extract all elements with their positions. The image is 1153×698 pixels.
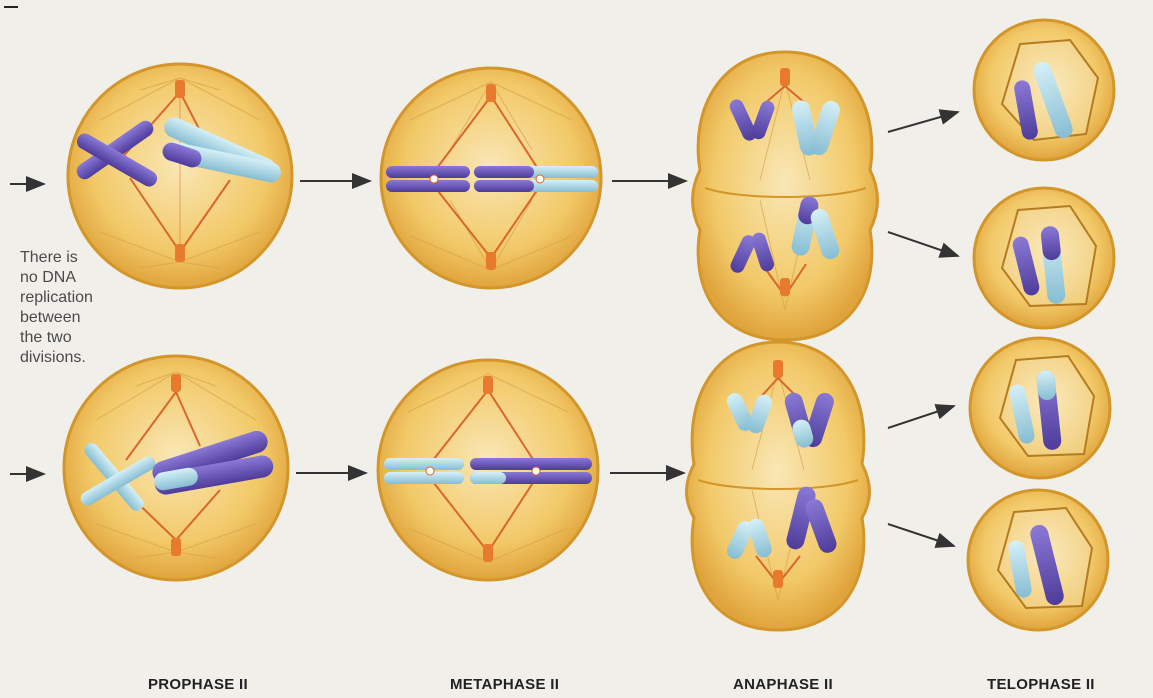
arrow-anaphase-to-telophase-4 — [888, 524, 954, 546]
note-line: There is — [20, 248, 93, 268]
metaphase-cell-top — [381, 68, 601, 288]
centriole-icon — [171, 538, 181, 556]
centriole-icon — [486, 252, 496, 270]
centriole-icon — [483, 544, 493, 562]
prophase-cell-top — [68, 64, 292, 288]
note-line: replication — [20, 288, 93, 308]
label-anaphase: ANAPHASE II — [733, 676, 833, 693]
no-dna-replication-note: There is no DNA replication between the … — [20, 248, 93, 368]
centriole-icon — [175, 244, 185, 262]
telophase-cell-1 — [974, 20, 1114, 160]
note-line: the two — [20, 328, 93, 348]
prophase-cell-bottom — [64, 356, 288, 580]
label-telophase: TELOPHASE II — [987, 676, 1095, 693]
centriole-icon — [483, 376, 493, 394]
telophase-cell-4 — [968, 490, 1108, 630]
label-metaphase: METAPHASE II — [450, 676, 559, 693]
telophase-cell-2 — [974, 188, 1114, 328]
centriole-icon — [175, 80, 185, 98]
note-line: divisions. — [20, 348, 93, 368]
centriole-icon — [780, 68, 790, 86]
note-line: between — [20, 308, 93, 328]
centriole-icon — [780, 278, 790, 296]
centriole-icon — [773, 570, 783, 588]
label-prophase: PROPHASE II — [148, 676, 248, 693]
arrow-anaphase-to-telophase-2 — [888, 232, 958, 256]
metaphase-cell-bottom — [378, 360, 598, 580]
centriole-icon — [171, 374, 181, 392]
telophase-cell-3 — [970, 338, 1110, 478]
anaphase-cell-bottom — [687, 342, 870, 630]
centriole-icon — [773, 360, 783, 378]
arrow-anaphase-to-telophase-1 — [888, 112, 958, 132]
note-line: no DNA — [20, 268, 93, 288]
arrow-anaphase-to-telophase-3 — [888, 406, 954, 428]
anaphase-cell-top — [693, 52, 878, 340]
centriole-icon — [486, 84, 496, 102]
